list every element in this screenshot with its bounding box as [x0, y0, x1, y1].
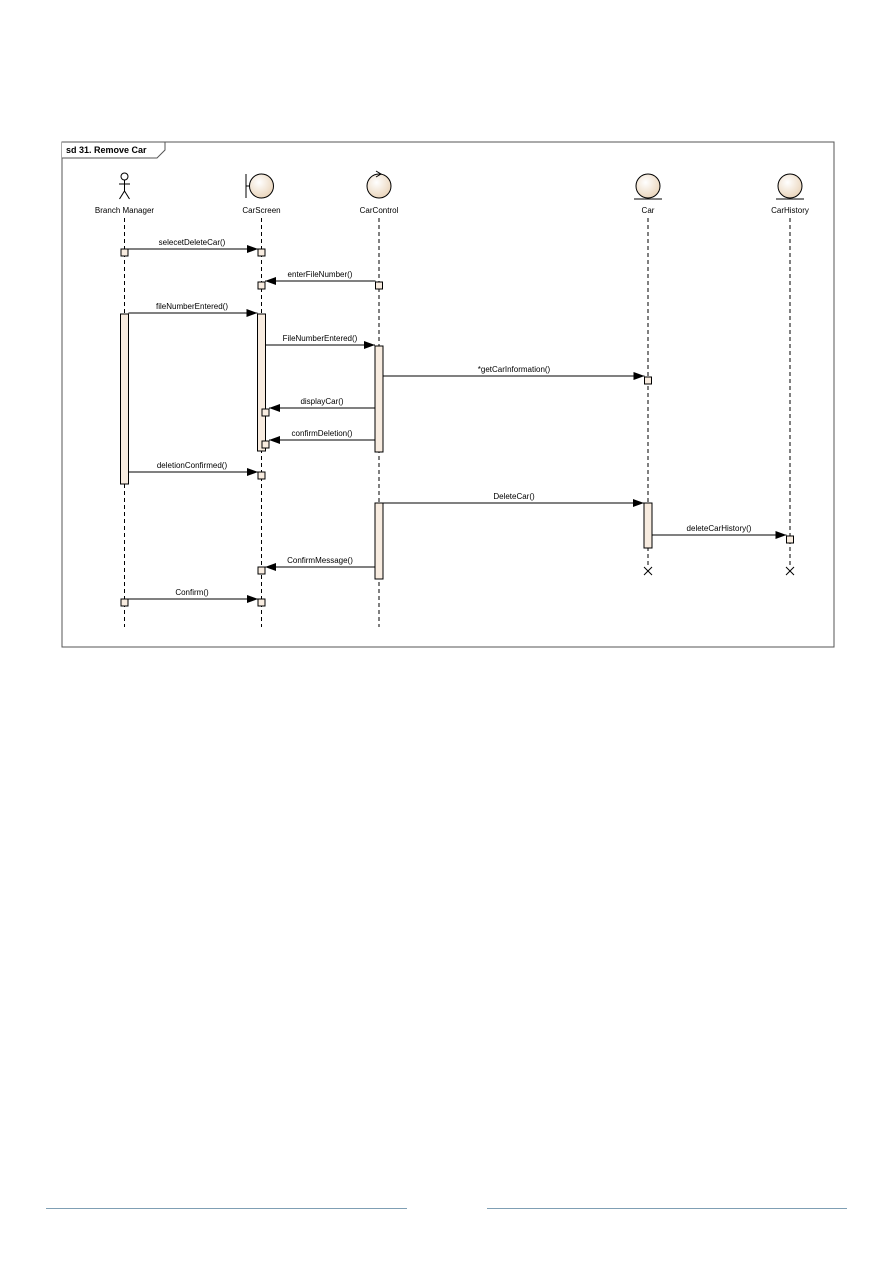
participant-branch-manager: Branch Manager: [95, 172, 154, 215]
message-label: deletionConfirmed(): [157, 461, 228, 470]
message-label: DeleteCar(): [493, 492, 535, 501]
participant-car-screen: CarScreen: [242, 173, 281, 215]
message: selecetDeleteCar(): [128, 238, 258, 253]
entity-icon: [634, 173, 662, 200]
execution-box: [375, 281, 383, 290]
activation-bar: [257, 313, 266, 452]
arrowhead-icon: [633, 372, 645, 380]
footer-rule-left: [46, 1208, 407, 1209]
message: Confirm(): [128, 588, 258, 603]
message-label: fileNumberEntered(): [156, 302, 228, 311]
arrowhead-icon: [269, 404, 280, 412]
message: displayCar(): [269, 397, 375, 412]
actor-icon: [119, 172, 130, 200]
message: FileNumberEntered(): [265, 334, 375, 349]
destruction-markers: [643, 566, 795, 576]
arrowhead-icon: [269, 436, 280, 444]
message: ConfirmMessage(): [265, 556, 375, 571]
execution-box: [257, 566, 266, 575]
diagram-frame: sd 31. Remove Car: [61, 141, 835, 648]
message: DeleteCar(): [383, 492, 644, 507]
execution-box: [257, 281, 266, 290]
messages: selecetDeleteCar() enterFileNumber() fil…: [128, 238, 787, 603]
message: enterFileNumber(): [265, 270, 376, 285]
message-label: selecetDeleteCar(): [159, 238, 226, 247]
message-label: confirmDeletion(): [292, 429, 353, 438]
participant-label: Branch Manager: [95, 206, 154, 215]
execution-box: [120, 598, 129, 607]
arrowhead-icon: [265, 277, 276, 285]
participant-label: CarScreen: [242, 206, 280, 215]
message-label: enterFileNumber(): [288, 270, 353, 279]
message: deletionConfirmed(): [128, 461, 258, 476]
participant-label: CarControl: [360, 206, 399, 215]
arrowhead-icon: [633, 499, 644, 507]
boundary-icon: [245, 173, 274, 199]
participant-label: CarHistory: [771, 206, 809, 215]
participant-car: Car: [634, 173, 662, 215]
destroy-x-icon: [643, 566, 653, 576]
participant-car-control: CarControl: [360, 170, 399, 215]
message: fileNumberEntered(): [128, 302, 258, 317]
entity-icon: [776, 173, 804, 200]
participant-label: Car: [642, 206, 655, 215]
footer-rule-right: [487, 1208, 847, 1209]
activation-bars: [120, 313, 653, 580]
arrowhead-icon: [247, 468, 258, 476]
activation-bar: [643, 502, 653, 549]
execution-box: [120, 248, 129, 257]
participant-car-history: CarHistory: [771, 173, 809, 215]
execution-box: [786, 535, 794, 544]
execution-box: [644, 376, 652, 385]
message-label: *getCarInformation(): [478, 365, 551, 374]
arrowhead-icon: [247, 245, 258, 253]
message: *getCarInformation(): [383, 365, 645, 380]
arrowhead-icon: [775, 531, 787, 539]
message-label: ConfirmMessage(): [287, 556, 353, 565]
activation-bar: [120, 313, 129, 485]
destroy-x-icon: [785, 566, 795, 576]
execution-box: [257, 598, 266, 607]
arrowhead-icon: [364, 341, 375, 349]
execution-boxes: [120, 248, 794, 607]
control-icon: [366, 170, 392, 199]
execution-box: [261, 440, 270, 449]
execution-box: [257, 471, 266, 480]
arrowhead-icon: [265, 563, 276, 571]
message-label: displayCar(): [300, 397, 343, 406]
frame-title: sd 31. Remove Car: [66, 145, 147, 155]
activation-bar: [374, 502, 384, 580]
execution-box: [261, 408, 270, 417]
message-label: Confirm(): [175, 588, 209, 597]
activation-bar: [374, 345, 384, 453]
execution-box: [257, 248, 266, 257]
arrowhead-icon: [246, 309, 258, 317]
message-label: deleteCarHistory(): [687, 524, 752, 533]
arrowhead-icon: [247, 595, 258, 603]
message: confirmDeletion(): [269, 429, 375, 444]
message: deleteCarHistory(): [652, 524, 787, 539]
message-label: FileNumberEntered(): [283, 334, 358, 343]
